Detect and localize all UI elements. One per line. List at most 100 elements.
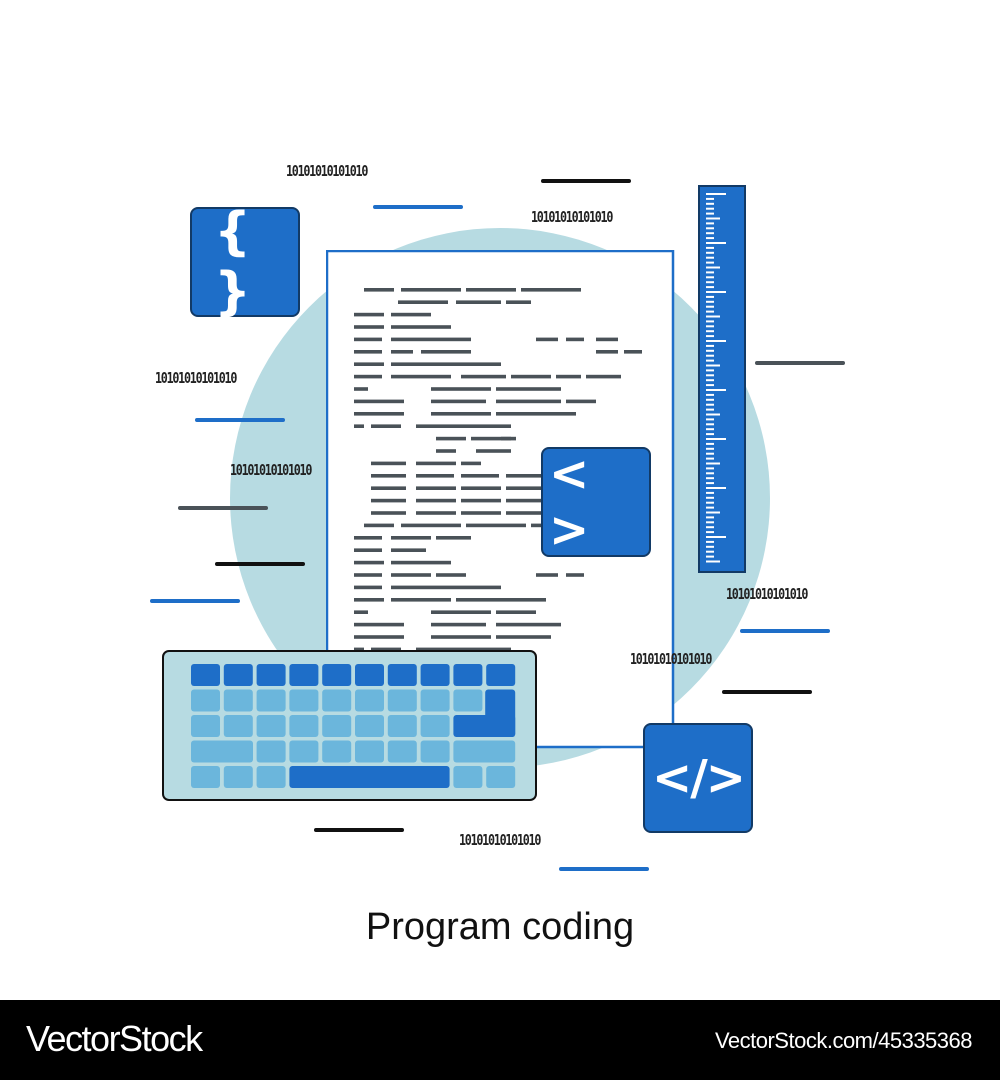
ruler-tick [706,217,720,220]
ruler-tick [706,256,714,259]
ruler-tick [706,266,720,269]
keyboard-key [486,664,516,686]
code-line [431,399,486,404]
code-line [431,610,491,614]
binary-text: 10101010101010 [459,831,541,849]
ruler-tick [706,428,714,431]
angle-brackets-glyph: < > [549,446,596,558]
angle-brackets-icon: < > [541,446,651,558]
code-line [391,585,501,590]
ruler-tick [706,521,714,524]
code-line [461,498,501,503]
ruler-tick [706,261,714,264]
code-line [421,350,471,354]
code-line [354,573,382,577]
keyboard-key [322,689,352,712]
ruler-tick [706,536,726,538]
decor-line [559,867,649,871]
code-line [566,573,584,577]
keyboard-key [355,689,384,712]
code-line [364,523,394,528]
code-line [371,424,401,428]
keyboard-key [420,715,450,737]
ruler-tick [706,207,714,210]
ruler-tick [706,286,714,289]
code-line [416,498,456,503]
code-line [354,362,384,366]
ruler-tick [706,222,714,225]
ruler-tick [706,335,714,338]
code-line [436,573,466,577]
keyboard-key [223,766,253,788]
code-line [416,647,511,652]
keyboard [162,650,537,801]
ruler-tick [706,237,714,240]
code-line [391,325,451,329]
ruler-tick [706,276,714,279]
keyboard-key [420,740,450,763]
code-line [501,436,516,441]
decor-line [178,506,268,510]
ruler [698,185,746,573]
ruler-tick [706,487,726,489]
code-line [364,288,394,292]
code-line [371,511,406,515]
code-line [566,337,584,342]
decor-line [755,361,845,365]
code-line [391,374,451,379]
code-line [456,598,546,602]
curly-braces-icon: { } [190,202,300,322]
code-line [496,412,576,416]
ruler-tick [706,477,714,480]
ruler-tick [706,281,714,284]
decor-line [215,562,305,566]
keyboard-key [191,664,220,686]
ruler-tick [706,291,726,293]
ruler-tick [706,330,714,333]
code-line [354,635,404,639]
keyboard-key [420,689,450,712]
code-line [506,474,541,478]
code-line [354,536,382,540]
code-line [371,461,406,466]
code-line [416,486,456,490]
image-url: VectorStock.com/45335368 [714,1028,973,1053]
code-line [354,399,404,404]
keyboard-key [191,689,220,712]
ruler-tick [706,452,714,455]
ruler-tick [706,251,714,254]
ruler-tick [706,491,714,494]
enter-key [453,715,516,737]
keyboard-key [191,715,220,737]
code-line [354,350,382,354]
ruler-tick [706,472,714,475]
code-line [354,337,382,342]
code-line [354,387,368,391]
code-line [596,350,618,354]
ruler-tick [706,384,714,387]
ruler-tick [706,482,714,485]
keyboard-key [256,740,286,763]
decor-line [150,599,240,603]
code-line [436,436,466,441]
code-line [401,523,461,528]
code-line [416,424,511,428]
ruler-tick [706,271,714,274]
code-line [461,461,481,466]
code-line [391,598,451,602]
code-line [511,374,551,379]
brand-logo: VectorStock [26,1018,203,1059]
ruler-tick [706,369,714,372]
keyboard-key [191,766,220,788]
code-line [354,312,384,317]
code-line [461,486,501,490]
ruler-tick [706,555,714,558]
code-line [466,288,516,292]
ruler-tick [706,496,714,499]
ruler-tick [706,526,714,529]
code-lines [354,288,642,652]
code-line [354,598,384,602]
code-line [416,461,456,466]
code-line [398,300,448,304]
ruler-tick [706,389,726,391]
